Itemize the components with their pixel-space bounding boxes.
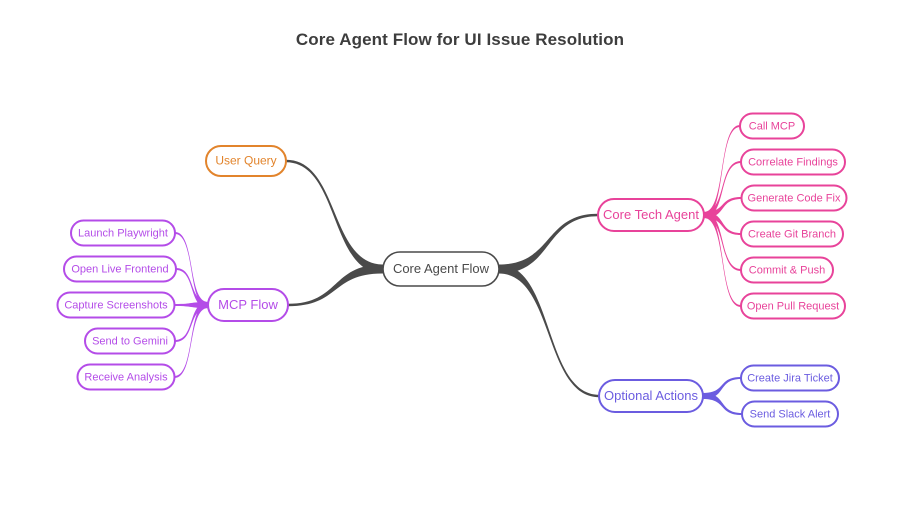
node-send-to-gemini-label: Send to Gemini bbox=[92, 335, 168, 347]
node-call-mcp[interactable]: Call MCP bbox=[739, 112, 805, 140]
edge-root-to-mcp-flow bbox=[288, 264, 383, 307]
node-generate-code-fix-label: Generate Code Fix bbox=[748, 192, 841, 204]
node-send-slack-alert-label: Send Slack Alert bbox=[750, 408, 831, 420]
node-optional-actions-label: Optional Actions bbox=[604, 388, 698, 403]
node-correlate-findings-label: Correlate Findings bbox=[748, 156, 838, 168]
node-root-shape[interactable] bbox=[382, 251, 500, 287]
node-open-live-frontend-label: Open Live Frontend bbox=[71, 263, 168, 275]
edge-core-tech-agent-to-open-pull-request bbox=[704, 212, 741, 307]
node-core-tech-agent-shape[interactable] bbox=[597, 198, 705, 232]
node-mcp-flow[interactable]: MCP Flow bbox=[207, 288, 289, 322]
node-root[interactable]: Core Agent Flow bbox=[382, 251, 500, 287]
node-commit-and-push-shape[interactable] bbox=[740, 256, 834, 284]
node-core-tech-agent-label: Core Tech Agent bbox=[603, 207, 699, 222]
node-launch-playwright-shape[interactable] bbox=[70, 219, 176, 247]
node-mcp-flow-label: MCP Flow bbox=[218, 297, 278, 312]
edge-core-tech-agent-to-generate-code-fix bbox=[704, 197, 742, 218]
node-core-tech-agent[interactable]: Core Tech Agent bbox=[597, 198, 705, 232]
node-call-mcp-label: Call MCP bbox=[749, 120, 795, 132]
node-send-to-gemini-shape[interactable] bbox=[84, 327, 176, 355]
node-mcp-flow-shape[interactable] bbox=[207, 288, 289, 322]
node-create-git-branch[interactable]: Create Git Branch bbox=[740, 220, 844, 248]
edge-root-to-core-tech-agent bbox=[499, 213, 598, 274]
edge-layer-optional-actions bbox=[703, 377, 742, 415]
edge-core-tech-agent-to-commit-and-push bbox=[704, 212, 741, 271]
node-user-query-shape[interactable] bbox=[205, 145, 287, 177]
edge-core-tech-agent-to-call-mcp bbox=[704, 125, 740, 218]
diagram-title: Core Agent Flow for UI Issue Resolution bbox=[295, 30, 625, 49]
node-capture-screenshots-shape[interactable] bbox=[56, 291, 176, 319]
node-user-query-label: User Query bbox=[215, 154, 276, 168]
node-send-slack-alert[interactable]: Send Slack Alert bbox=[741, 400, 839, 428]
edge-mcp-flow-to-launch-playwright bbox=[175, 232, 208, 308]
node-commit-and-push[interactable]: Commit & Push bbox=[740, 256, 834, 284]
edge-mcp-flow-to-send-to-gemini bbox=[175, 302, 208, 342]
node-capture-screenshots[interactable]: Capture Screenshots bbox=[56, 291, 176, 319]
edge-core-tech-agent-to-correlate-findings bbox=[704, 161, 741, 218]
node-send-to-gemini[interactable]: Send to Gemini bbox=[84, 327, 176, 355]
node-capture-screenshots-label: Capture Screenshots bbox=[64, 299, 168, 311]
node-create-jira-ticket-shape[interactable] bbox=[740, 364, 840, 392]
edge-mcp-flow-to-open-live-frontend bbox=[176, 268, 208, 308]
node-open-pull-request-shape[interactable] bbox=[740, 292, 846, 320]
node-launch-playwright[interactable]: Launch Playwright bbox=[70, 219, 176, 247]
node-correlate-findings-shape[interactable] bbox=[740, 148, 846, 176]
edge-layer-mcp-flow bbox=[174, 232, 208, 378]
node-commit-and-push-label: Commit & Push bbox=[749, 264, 825, 276]
node-generate-code-fix[interactable]: Generate Code Fix bbox=[740, 184, 848, 212]
node-open-pull-request-label: Open Pull Request bbox=[747, 300, 839, 312]
node-launch-playwright-label: Launch Playwright bbox=[78, 227, 168, 239]
node-user-query[interactable]: User Query bbox=[205, 145, 287, 177]
edge-layer-core-tech-agent bbox=[704, 125, 742, 307]
edge-root-to-optional-actions bbox=[499, 264, 599, 398]
node-create-jira-ticket-label: Create Jira Ticket bbox=[747, 372, 833, 384]
node-send-slack-alert-shape[interactable] bbox=[741, 400, 839, 428]
edge-layer-root bbox=[286, 159, 599, 398]
node-optional-actions[interactable]: Optional Actions bbox=[598, 379, 704, 413]
node-generate-code-fix-shape[interactable] bbox=[740, 184, 848, 212]
node-receive-analysis-shape[interactable] bbox=[76, 363, 176, 391]
node-create-git-branch-shape[interactable] bbox=[740, 220, 844, 248]
edge-root-to-user-query bbox=[286, 159, 383, 274]
node-correlate-findings[interactable]: Correlate Findings bbox=[740, 148, 846, 176]
node-open-live-frontend-shape[interactable] bbox=[63, 255, 177, 283]
node-receive-analysis-label: Receive Analysis bbox=[84, 371, 168, 383]
node-optional-actions-shape[interactable] bbox=[598, 379, 704, 413]
edge-mcp-flow-to-receive-analysis bbox=[174, 302, 208, 378]
node-call-mcp-shape[interactable] bbox=[739, 112, 805, 140]
edge-optional-actions-to-create-jira-ticket bbox=[703, 377, 741, 399]
node-create-jira-ticket[interactable]: Create Jira Ticket bbox=[740, 364, 840, 392]
node-receive-analysis[interactable]: Receive Analysis bbox=[76, 363, 176, 391]
node-open-pull-request[interactable]: Open Pull Request bbox=[740, 292, 846, 320]
node-open-live-frontend[interactable]: Open Live Frontend bbox=[63, 255, 177, 283]
node-create-git-branch-label: Create Git Branch bbox=[748, 228, 836, 240]
edge-optional-actions-to-send-slack-alert bbox=[703, 393, 742, 415]
node-root-label: Core Agent Flow bbox=[393, 261, 490, 276]
